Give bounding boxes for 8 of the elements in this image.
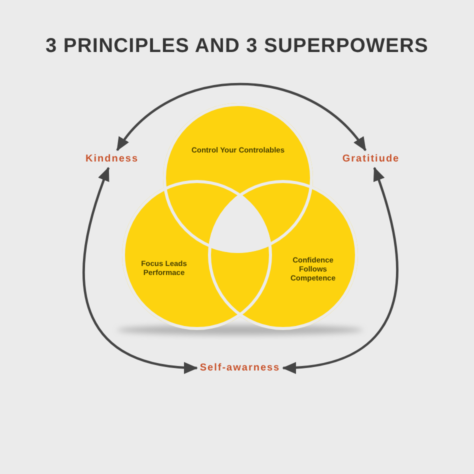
superpower-label: Self-awarness (200, 362, 280, 374)
title: 3 PRINCIPLES AND 3 SUPERPOWERS (46, 36, 428, 56)
principle-circle (208, 180, 358, 330)
superpower-label: Gratitiude (342, 153, 400, 165)
superpower-label: Kindness (86, 153, 138, 165)
curved-arrow (82, 166, 198, 374)
curved-arrow (116, 82, 366, 152)
curved-arrow (282, 166, 398, 374)
